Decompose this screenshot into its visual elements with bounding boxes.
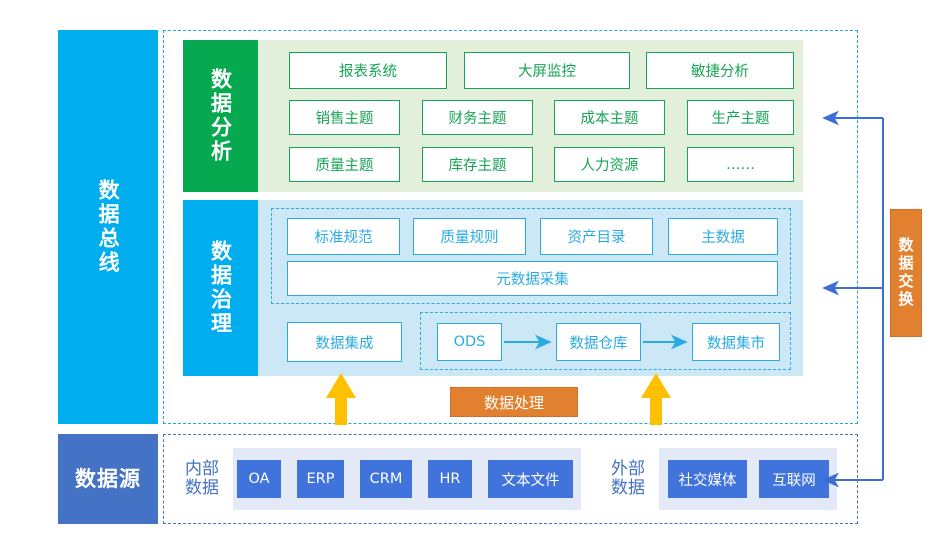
source-box-text-file[interactable]: 文本文件: [488, 460, 573, 498]
source-box-crm[interactable]: CRM: [360, 460, 412, 498]
analysis-box-production-topic[interactable]: 生产主题: [687, 100, 794, 135]
data-analysis-caption-label: 数据分析: [208, 68, 233, 164]
data-exchange-label: 数据交换: [896, 237, 915, 309]
external-data-label: 外部 数据: [597, 452, 659, 506]
internal-data-label: 内部 数据: [171, 452, 233, 506]
analysis-box-sales-topic[interactable]: 销售主题: [289, 100, 400, 135]
governance-box-asset-catalog[interactable]: 资产目录: [540, 218, 653, 255]
analysis-box-quality-topic[interactable]: 质量主题: [289, 147, 400, 182]
analysis-box-report-system[interactable]: 报表系统: [289, 52, 447, 89]
governance-box-master-data[interactable]: 主数据: [668, 218, 778, 255]
governance-box-data-integration[interactable]: 数据集成: [287, 322, 402, 362]
analysis-box-ellipsis[interactable]: ……: [687, 147, 794, 182]
external-data-label-line1: 外部: [611, 458, 645, 479]
data-analysis-caption: 数据分析: [183, 40, 258, 192]
data-governance-caption: 数据治理: [183, 200, 258, 376]
source-box-oa[interactable]: OA: [237, 460, 281, 498]
pipeline-box-ods[interactable]: ODS: [437, 323, 502, 361]
data-processing-badge[interactable]: 数据处理: [450, 387, 578, 417]
analysis-box-inventory-topic[interactable]: 库存主题: [422, 147, 533, 182]
internal-data-label-line2: 数据: [185, 478, 219, 498]
analysis-box-agile-analysis[interactable]: 敏捷分析: [646, 52, 794, 89]
data-governance-caption-label: 数据治理: [208, 240, 233, 336]
governance-box-metadata-collection[interactable]: 元数据采集: [287, 261, 778, 296]
rail-data-bus: 数据总线: [58, 30, 158, 424]
source-box-social-media[interactable]: 社交媒体: [668, 460, 747, 498]
analysis-box-big-screen-monitor[interactable]: 大屏监控: [464, 52, 630, 89]
external-data-label-line2: 数据: [611, 478, 645, 498]
platform-container: [163, 30, 858, 424]
warehouse-pipeline-group: [420, 312, 791, 370]
data-exchange-badge[interactable]: 数据交换: [890, 209, 922, 337]
internal-data-label-line1: 内部: [185, 458, 219, 479]
rail-data-source-label: 数据源: [75, 466, 141, 491]
source-box-erp[interactable]: ERP: [297, 460, 344, 498]
pipeline-box-data-mart[interactable]: 数据集市: [692, 323, 780, 361]
source-box-internet[interactable]: 互联网: [759, 460, 829, 498]
analysis-box-finance-topic[interactable]: 财务主题: [422, 100, 533, 135]
rail-data-bus-label: 数据总线: [96, 179, 121, 275]
rail-data-source: 数据源: [58, 434, 158, 524]
metadata-group: [271, 208, 791, 304]
analysis-box-human-resources[interactable]: 人力资源: [554, 147, 665, 182]
governance-box-quality-rules[interactable]: 质量规则: [413, 218, 526, 255]
pipeline-box-data-warehouse[interactable]: 数据仓库: [556, 323, 641, 361]
analysis-box-cost-topic[interactable]: 成本主题: [554, 100, 665, 135]
governance-box-standard-spec[interactable]: 标准规范: [287, 218, 400, 255]
source-box-hr[interactable]: HR: [428, 460, 472, 498]
